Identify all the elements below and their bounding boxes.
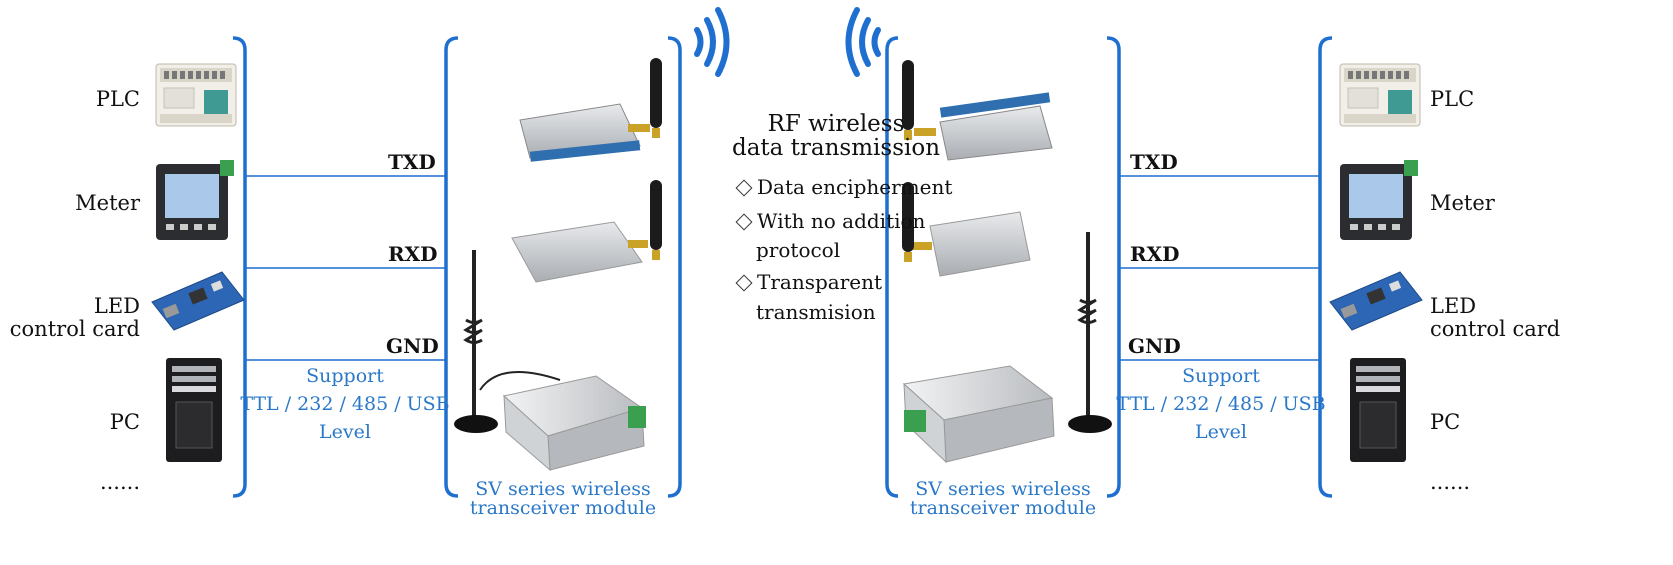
diamond-icon (735, 274, 753, 291)
rf-box-icon (454, 250, 646, 472)
wireless-signal-icon (694, 7, 881, 77)
device-label-pc: PC (1430, 410, 1461, 434)
support-note: Support TTL / 232 / 485 / USB Level (230, 362, 460, 446)
device-label-led: LED (93, 294, 140, 318)
signal-lines (245, 175, 1320, 361)
rf-modem-icon (902, 182, 1031, 277)
feature-item-continued: transmision (756, 300, 876, 324)
center-title-line-2: data transmission (731, 135, 941, 161)
pc-tower-icon (165, 357, 223, 463)
support-line-3: Level (1195, 421, 1247, 443)
device-label-control-card: control card (1430, 317, 1561, 341)
device-label-meter: Meter (75, 191, 140, 215)
rf-module-icon (902, 60, 1053, 161)
led-card-icon (151, 271, 245, 331)
signal-rxd: RXD (1130, 242, 1180, 266)
signal-txd: TXD (388, 150, 436, 174)
support-line-3: Level (319, 421, 371, 443)
signal-txd: TXD (1130, 150, 1178, 174)
device-label-control-card: control card (9, 317, 140, 341)
support-line-2: TTL / 232 / 485 / USB (1116, 393, 1326, 415)
diamond-icon (735, 213, 753, 230)
plc-icon (1339, 63, 1421, 127)
support-line-1: Support (1182, 365, 1260, 387)
module-caption-line-1: SV series wireless (915, 478, 1091, 500)
meter-icon (1340, 160, 1418, 240)
module-caption: SV series wireless transceiver module (878, 480, 1128, 518)
feature-item: Transparent (734, 268, 882, 296)
center-title: RF wireless data transmission (716, 112, 956, 160)
device-label-plc: PLC (95, 87, 140, 111)
device-label-pc: PC (109, 410, 140, 434)
signal-rxd: RXD (388, 242, 438, 266)
feature-text: Transparent (757, 270, 883, 294)
device-label-more: ...... (1430, 470, 1471, 494)
center-title-line-1: RF wireless (767, 111, 905, 137)
diamond-icon (735, 179, 753, 196)
feature-item: Data encipherment (734, 173, 952, 201)
plc-icon (155, 63, 237, 127)
device-label-plc: PLC (1430, 87, 1475, 111)
rf-box-icon (902, 232, 1112, 464)
feature-text: With no addition (757, 209, 926, 233)
pc-tower-icon (1349, 357, 1407, 463)
device-label-led: LED (1430, 294, 1477, 318)
module-caption-line-2: transceiver module (469, 497, 657, 519)
signal-gnd: GND (386, 334, 439, 358)
feature-item-continued: protocol (756, 238, 841, 262)
feature-text: Data encipherment (757, 175, 953, 199)
support-line-1: Support (306, 365, 384, 387)
led-card-icon (1329, 271, 1423, 331)
device-label-more: ...... (99, 470, 140, 494)
feature-item: With no addition (734, 207, 925, 235)
signal-gnd: GND (1128, 334, 1181, 358)
support-note: Support TTL / 232 / 485 / USB Level (1106, 362, 1336, 446)
module-caption-line-2: transceiver module (909, 497, 1097, 519)
support-line-2: TTL / 232 / 485 / USB (240, 393, 450, 415)
rf-modem-icon (511, 180, 662, 283)
module-caption-line-1: SV series wireless (475, 478, 651, 500)
device-brackets (232, 36, 1333, 498)
rf-module-icon (519, 58, 662, 162)
meter-icon (156, 160, 234, 240)
device-label-meter: Meter (1430, 191, 1495, 215)
module-caption: SV series wireless transceiver module (438, 480, 688, 518)
